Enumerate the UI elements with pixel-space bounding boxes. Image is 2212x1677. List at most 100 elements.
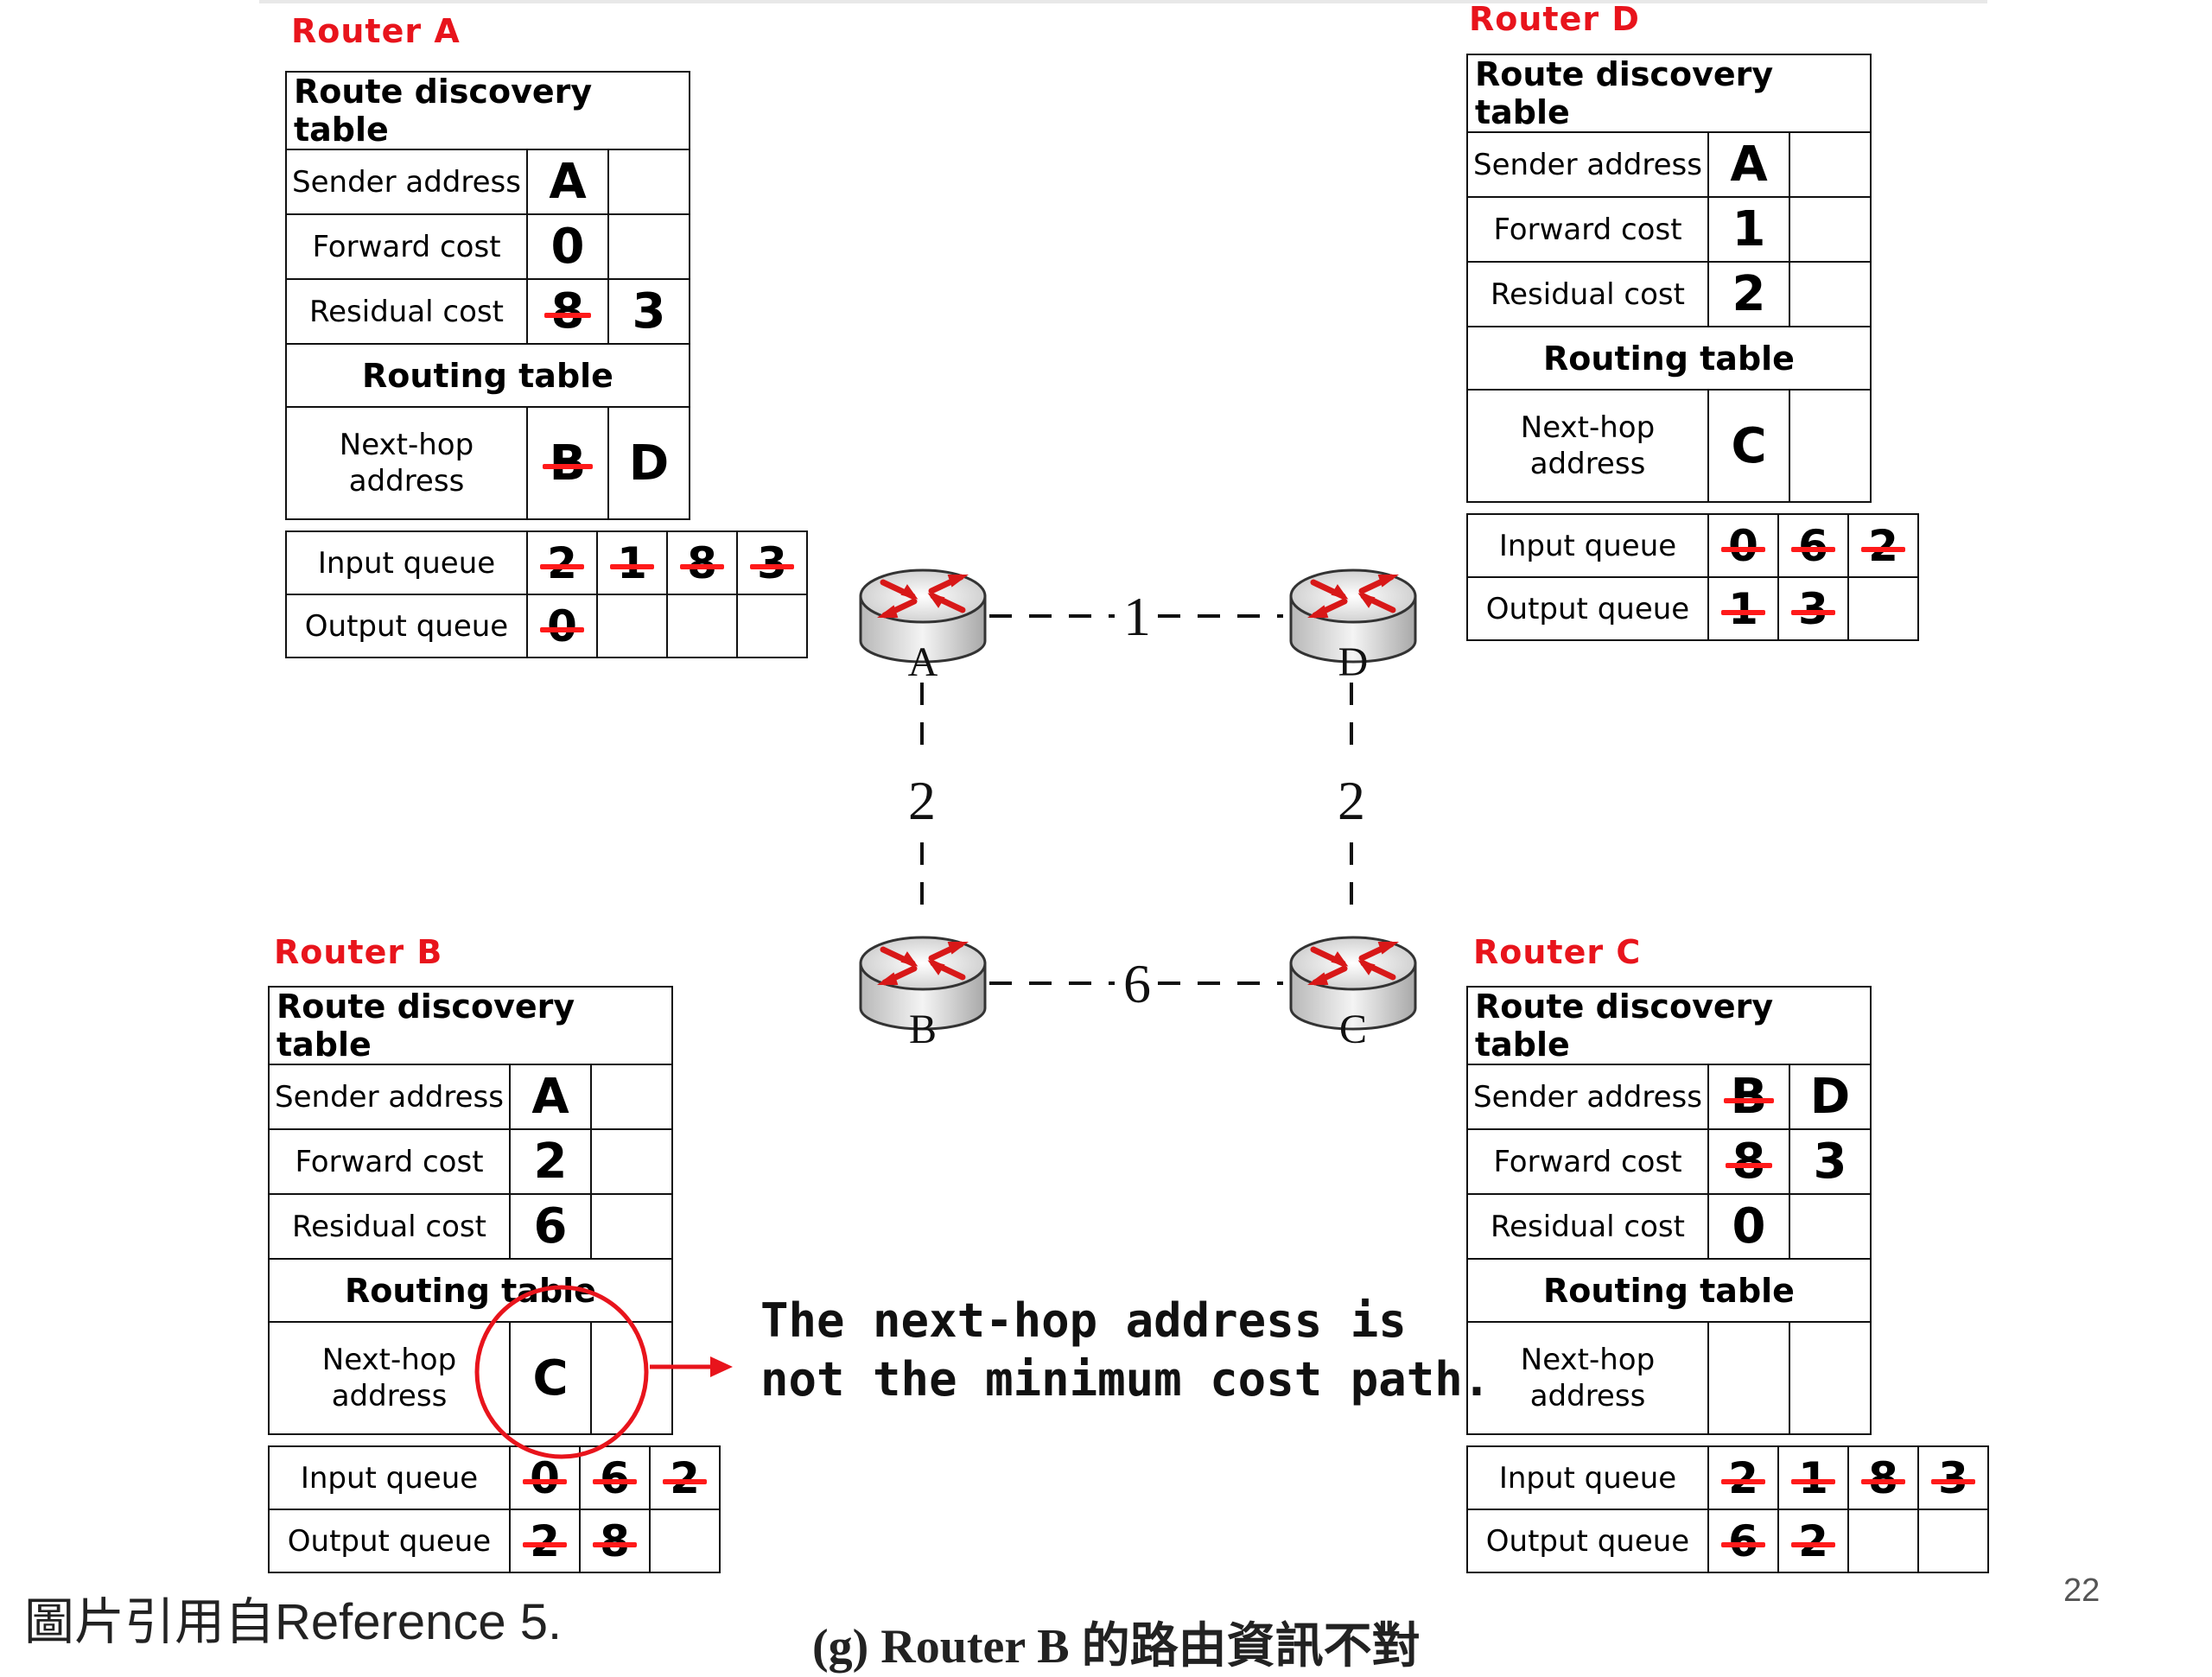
callout-note: The next-hop address is not the minimum … xyxy=(760,1292,1491,1409)
output-queue-label: Output queue xyxy=(285,594,528,658)
forward-cost-value: 1 xyxy=(1707,196,1790,263)
output-queue-label: Output queue xyxy=(1466,1509,1709,1573)
edge-a-b-cost: 2 xyxy=(908,770,936,831)
router-d-queue-table: Input queue 0 6 2 Output queue 1 3 xyxy=(1466,513,1919,641)
routing-table-header: Routing table xyxy=(1466,326,1872,391)
queue-cell: 2 xyxy=(1847,513,1919,578)
queue-cell xyxy=(1917,1509,1989,1573)
queue-cell xyxy=(1847,1509,1919,1573)
residual-cost-value: 3 xyxy=(607,278,690,345)
route-discovery-header: Route discovery table xyxy=(1466,54,1872,133)
sender-address-label: Sender address xyxy=(1466,1064,1709,1130)
router-b-title: Router B xyxy=(274,933,443,971)
router-c-discovery-table: Route discovery table Sender address B D… xyxy=(1466,986,1872,1435)
queue-cell xyxy=(736,594,808,658)
residual-cost-value: 2 xyxy=(1707,261,1790,327)
residual-cost-label: Residual cost xyxy=(1466,261,1709,327)
queue-cell xyxy=(649,1509,721,1573)
residual-cost-value: 0 xyxy=(1707,1193,1790,1260)
residual-cost-label: Residual cost xyxy=(1466,1193,1709,1260)
sender-address-value: D xyxy=(1789,1064,1872,1130)
forward-cost-value-2 xyxy=(590,1128,673,1195)
route-discovery-header: Route discovery table xyxy=(285,71,690,150)
router-b-panel: Route discovery table Sender address A F… xyxy=(268,986,721,1573)
svg-text:D: D xyxy=(1338,639,1369,685)
forward-cost-value: 2 xyxy=(509,1128,592,1195)
edge-b-c-cost: 6 xyxy=(1123,953,1151,1014)
edge-d-c-cost: 2 xyxy=(1338,770,1365,831)
forward-cost-label: Forward cost xyxy=(1466,196,1709,263)
svg-text:B: B xyxy=(909,1007,937,1052)
figure-caption: (g) Router B 的路由資訊不對 xyxy=(812,1620,1421,1674)
router-node-d: D xyxy=(1291,570,1415,685)
queue-cell: 2 xyxy=(509,1509,581,1573)
next-hop-value: C xyxy=(1707,389,1790,503)
router-c-title: Router C xyxy=(1473,933,1642,971)
router-c-panel: Route discovery table Sender address B D… xyxy=(1466,986,1989,1573)
residual-cost-label: Residual cost xyxy=(285,278,528,345)
queue-cell: 6 xyxy=(1707,1509,1779,1573)
forward-cost-value-struck: 8 xyxy=(1707,1128,1790,1195)
router-d-panel: Route discovery table Sender address A F… xyxy=(1466,54,1919,641)
router-node-b: B xyxy=(861,937,985,1052)
residual-cost-value-struck: 8 xyxy=(526,278,609,345)
output-queue-label: Output queue xyxy=(1466,576,1709,641)
router-node-c: C xyxy=(1291,937,1415,1052)
routing-table-header: Routing table xyxy=(1466,1258,1872,1323)
residual-cost-value-2 xyxy=(590,1193,673,1260)
router-d-title: Router D xyxy=(1469,0,1640,38)
reference-note: 圖片引用自Reference 5. xyxy=(24,1594,563,1650)
router-node-a: A xyxy=(861,570,985,685)
sender-address-value: A xyxy=(509,1064,592,1130)
next-hop-value: D xyxy=(607,406,690,520)
output-queue-label: Output queue xyxy=(268,1509,511,1573)
queue-cell xyxy=(666,594,738,658)
sender-address-value-struck: B xyxy=(1707,1064,1790,1130)
router-d-discovery-table: Route discovery table Sender address A F… xyxy=(1466,54,1872,503)
router-a-title: Router A xyxy=(291,12,461,50)
svg-text:C: C xyxy=(1339,1007,1367,1052)
residual-cost-value-2 xyxy=(1789,1193,1872,1260)
residual-cost-value: 6 xyxy=(509,1193,592,1260)
next-hop-value-2 xyxy=(1789,389,1872,503)
forward-cost-value-2 xyxy=(1789,196,1872,263)
residual-cost-value-2 xyxy=(1789,261,1872,327)
sender-address-value-2 xyxy=(607,149,690,215)
next-hop-value-2 xyxy=(1789,1321,1872,1435)
input-queue-label: Input queue xyxy=(285,530,528,595)
queue-cell: 3 xyxy=(1917,1445,1989,1510)
callout-arrowhead xyxy=(710,1356,733,1377)
queue-cell: 0 xyxy=(526,594,598,658)
routing-table-header: Routing table xyxy=(268,1258,673,1323)
forward-cost-label: Forward cost xyxy=(268,1128,511,1195)
sender-address-label: Sender address xyxy=(1466,131,1709,198)
route-discovery-header: Route discovery table xyxy=(268,986,673,1065)
queue-cell: 1 xyxy=(1777,1445,1849,1510)
sender-address-value-2 xyxy=(1789,131,1872,198)
queue-cell: 2 xyxy=(1777,1509,1849,1573)
callout-line-1: The next-hop address is xyxy=(760,1293,1407,1348)
router-a-panel: Route discovery table Sender address A F… xyxy=(285,71,808,658)
callout-line-2: not the minimum cost path. xyxy=(760,1352,1491,1407)
router-c-queue-table: Input queue 2 1 8 3 Output queue 6 2 xyxy=(1466,1445,1989,1573)
router-b-discovery-table: Route discovery table Sender address A F… xyxy=(268,986,673,1435)
sender-address-label: Sender address xyxy=(268,1064,511,1130)
queue-cell: 2 xyxy=(649,1445,721,1510)
next-hop-value xyxy=(1707,1321,1790,1435)
queue-cell: 2 xyxy=(1707,1445,1779,1510)
queue-cell: 1 xyxy=(596,530,668,595)
queue-cell xyxy=(596,594,668,658)
sender-address-value-2 xyxy=(590,1064,673,1130)
next-hop-value: C xyxy=(509,1321,592,1435)
router-a-discovery-table: Route discovery table Sender address A F… xyxy=(285,71,690,520)
queue-cell: 0 xyxy=(1707,513,1779,578)
queue-cell: 6 xyxy=(579,1445,651,1510)
next-hop-value-struck: B xyxy=(526,406,609,520)
queue-cell: 3 xyxy=(736,530,808,595)
input-queue-label: Input queue xyxy=(1466,513,1709,578)
forward-cost-value: 3 xyxy=(1789,1128,1872,1195)
forward-cost-value: 0 xyxy=(526,213,609,280)
queue-cell: 8 xyxy=(666,530,738,595)
